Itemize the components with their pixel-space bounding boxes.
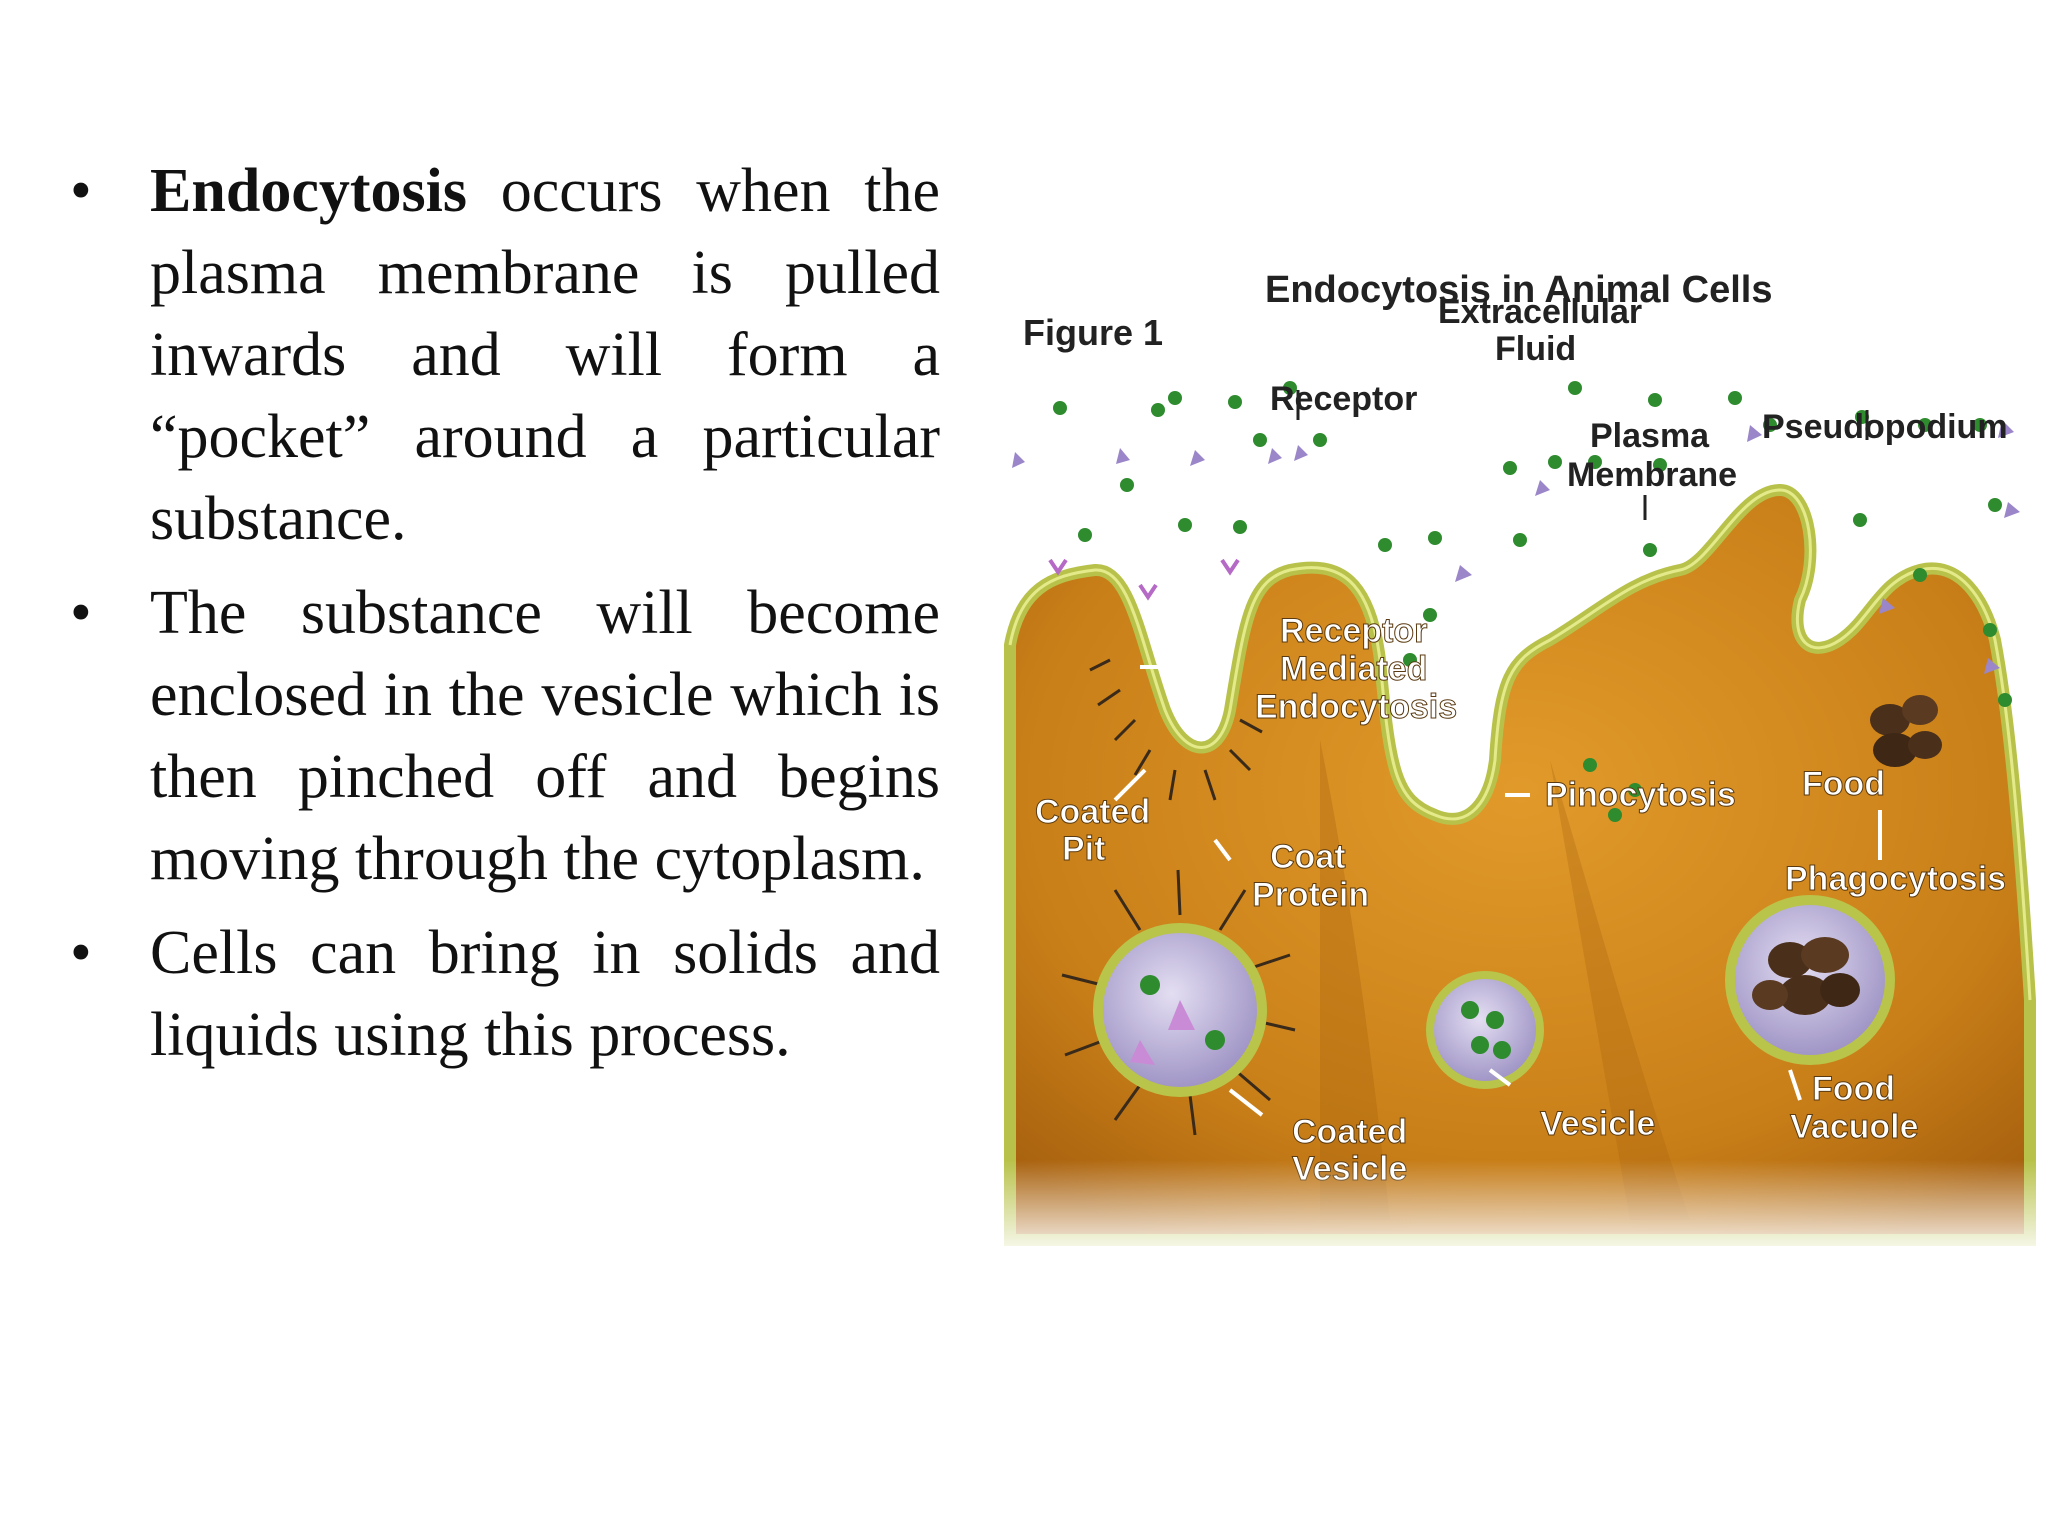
- bullet-item: • The substance will become enclosed in …: [70, 572, 940, 900]
- diagram-labels: Extracellular Fluid Receptor Plasma Memb…: [1035, 293, 2008, 1189]
- label-food-vacuole-line1: Food: [1812, 1070, 1895, 1108]
- label-food-vacuole-line2: Vacuole: [1790, 1108, 1919, 1146]
- label-receptor-mediated-line2: Mediated: [1280, 650, 1427, 688]
- label-food: Food: [1802, 765, 1885, 803]
- endocytosis-diagram: Endocytosis in Animal Cells Figure 1: [990, 269, 2048, 1250]
- bullet-dot: •: [70, 579, 92, 647]
- bullet-text: occurs when the plasma membrane is pulle…: [150, 157, 940, 553]
- bullet-dot: •: [70, 157, 92, 225]
- bullet-item: • Cells can bring in solids and liquids …: [70, 912, 940, 1076]
- extracellular-particles: [1012, 381, 2020, 822]
- label-coat-protein-line1: Coat: [1270, 838, 1346, 876]
- pointer-lines: [1113, 665, 1882, 1117]
- endocytosis-figure: Endocytosis in Animal Cells Figure 1: [990, 240, 2048, 1250]
- bottom-fade: [990, 1160, 2048, 1250]
- figure-label: Figure 1: [1023, 312, 1163, 353]
- label-extracellular-line1: Extracellular: [1438, 293, 1642, 331]
- receptors: [1048, 558, 1240, 601]
- bullet-dot: •: [70, 919, 92, 987]
- label-coat-protein-line2: Protein: [1252, 876, 1369, 914]
- bullet-text: The substance will become enclosed in th…: [150, 579, 940, 893]
- label-receptor-mediated-line3: Endocytosis: [1255, 688, 1457, 726]
- coated-vesicle: [1061, 869, 1296, 1136]
- label-phagocytosis: Phagocytosis: [1785, 860, 2006, 898]
- coat-protein-bristles: [1089, 658, 1263, 801]
- plasma-membrane-highlight: [1008, 488, 2032, 1001]
- label-coated-pit-line1: Coated: [1035, 793, 1150, 831]
- bullet-item: • Endocytosis occurs when the plasma mem…: [70, 150, 940, 560]
- label-vesicle: Vesicle: [1540, 1105, 1655, 1143]
- cytoplasm-shadow: [1320, 740, 1390, 1220]
- label-plasma-membrane-line2: Membrane: [1567, 456, 1737, 494]
- bullet-bold-term: Endocytosis: [150, 157, 467, 225]
- label-coated-pit-line2: Pit: [1062, 830, 1105, 868]
- bullet-list: • Endocytosis occurs when the plasma mem…: [70, 150, 940, 1088]
- label-pseudopodium: Pseudopodium: [1762, 408, 2008, 446]
- label-plasma-membrane-line1: Plasma: [1590, 417, 1710, 455]
- pointer-lines-dark: [1296, 390, 1869, 520]
- pinocytosis-vesicle: [1426, 971, 1544, 1089]
- label-coated-vesicle-line1: Coated: [1292, 1113, 1407, 1151]
- food-vacuole: [1725, 895, 1895, 1065]
- food-particles: [1870, 695, 1942, 767]
- figure-title: Endocytosis in Animal Cells: [1265, 269, 1773, 311]
- label-pinocytosis: Pinocytosis: [1545, 776, 1736, 814]
- bullet-text: Cells can bring in solids and liquids us…: [150, 919, 940, 1069]
- label-extracellular-line2: Fluid: [1495, 330, 1576, 368]
- label-receptor: Receptor: [1270, 380, 1417, 418]
- cytoplasm-shadow: [1550, 760, 1690, 1220]
- label-receptor-mediated-line1: Receptor: [1280, 612, 1427, 650]
